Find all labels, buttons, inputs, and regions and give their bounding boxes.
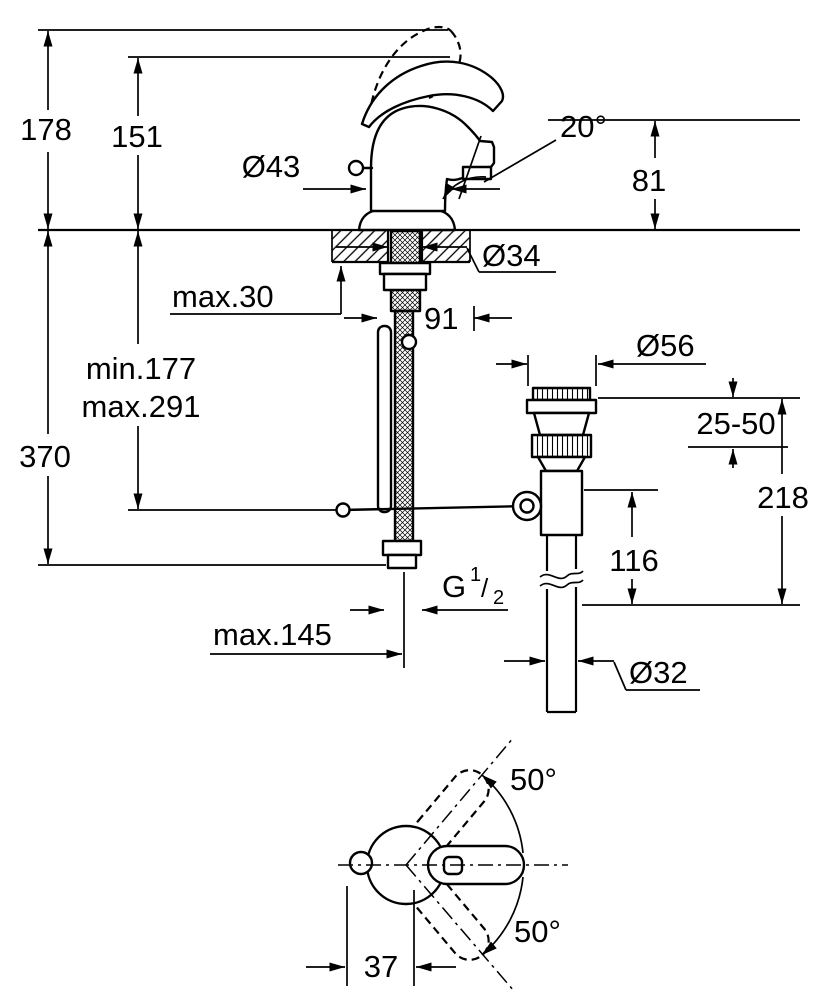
lift-rod-knob xyxy=(347,159,365,177)
dim-angle-20: 20° xyxy=(442,109,607,200)
label-min177: min.177 xyxy=(86,351,196,386)
dim-offset-37: 37 xyxy=(306,886,456,986)
swing-arc-top xyxy=(481,774,524,854)
raised-handle-dashed xyxy=(367,25,452,117)
drain-assembly xyxy=(511,386,598,714)
label-81: 81 xyxy=(632,163,666,198)
label-dia32: Ø32 xyxy=(629,655,688,690)
hose-connector-nut xyxy=(381,539,423,557)
lift-rod xyxy=(376,324,393,514)
label-dia56: Ø56 xyxy=(636,328,695,363)
dim-height-151: 151 xyxy=(111,58,163,229)
hose-connector-thread xyxy=(386,553,418,570)
dim-diameter-43: Ø43 xyxy=(242,149,500,194)
label-178: 178 xyxy=(20,112,72,147)
dim-max-145: max.145 xyxy=(210,572,405,668)
plug-cap xyxy=(531,386,592,402)
ball-joint-pin xyxy=(519,498,535,514)
label-37: 37 xyxy=(364,949,398,984)
drain-flange xyxy=(525,398,598,415)
label-max145: max.145 xyxy=(213,617,332,652)
label-max30: max.30 xyxy=(172,279,274,314)
faucet-top-view: 50° 50° 37 xyxy=(306,736,568,992)
tailpipe xyxy=(539,535,584,714)
label-dia34: Ø34 xyxy=(482,238,541,273)
dim-max-thickness-30: max.30 xyxy=(170,266,346,315)
under-counter-assembly xyxy=(335,229,529,570)
label-91: 91 xyxy=(424,301,458,336)
label-218: 218 xyxy=(757,480,809,515)
mounting-washer xyxy=(378,261,432,276)
pipe-break-lower xyxy=(539,579,584,589)
waste-body xyxy=(539,469,584,537)
mounting-nut xyxy=(382,272,428,292)
dim-hose-range: min.177 max.291 xyxy=(82,231,201,509)
cone-seal xyxy=(536,455,587,473)
pop-up-lever xyxy=(340,504,529,512)
label-max291: max.291 xyxy=(82,389,201,424)
faucet-front-view xyxy=(347,25,505,232)
label-angle-20: 20° xyxy=(560,109,607,144)
pipe-break-upper xyxy=(539,570,584,580)
drain-neck xyxy=(532,411,591,437)
handle-swing-dashed-bottom xyxy=(412,876,490,961)
dim-length-116: 116 xyxy=(609,492,659,604)
lever-ball xyxy=(335,502,351,518)
label-151: 151 xyxy=(111,119,163,154)
dim-height-178: 178 xyxy=(20,31,72,229)
label-25-50: 25-50 xyxy=(696,406,775,441)
label-370: 370 xyxy=(19,439,71,474)
dim-diameter-56: Ø56 xyxy=(496,328,706,386)
dim-rod-91: 91 xyxy=(344,301,512,336)
swing-arc-bottom xyxy=(481,876,524,956)
dim-height-370: 370 xyxy=(19,231,71,564)
label-50-bottom: 50° xyxy=(514,914,561,949)
dim-diameter-34: Ø34 xyxy=(336,238,556,273)
locknut xyxy=(530,433,593,459)
dim-height-81: 81 xyxy=(632,121,666,229)
dim-height-218: 218 xyxy=(757,399,809,604)
label-50-top: 50° xyxy=(510,762,557,797)
faucet-body xyxy=(369,104,496,213)
rod-guide xyxy=(400,333,418,351)
handle-swing-dashed-top xyxy=(412,769,490,854)
label-dia43: Ø43 xyxy=(242,149,301,184)
handle-lever xyxy=(360,60,505,129)
label-116: 116 xyxy=(609,543,658,578)
dim-clamp-range-25-50: 25-50 xyxy=(696,378,776,468)
base-escutcheon xyxy=(357,208,457,232)
top-spout-knob xyxy=(348,850,374,876)
dim-diameter-32: Ø32 xyxy=(504,655,700,691)
